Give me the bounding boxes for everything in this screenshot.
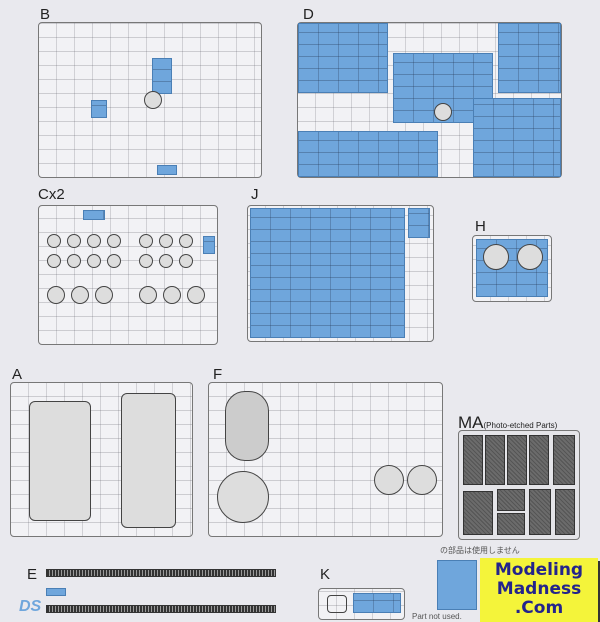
turret-ring-part [217,471,269,523]
unused-legend-swatch [437,560,477,610]
highlighted-part [393,53,493,123]
photo-etched-part [555,489,575,535]
photo-etched-part [497,489,525,511]
unused-note-jp: の部品は使用しません [440,546,520,555]
wheel-part [139,234,153,248]
highlighted-part [473,98,561,177]
photo-etched-part [529,435,549,485]
highlighted-part [353,593,401,613]
turret-part [225,391,269,461]
highlighted-part [203,236,215,254]
wheel-part [67,234,81,248]
sprue-ma-note: (Photo-etched Parts) [483,421,558,430]
highlighted-part [157,165,177,175]
unused-note-en: Part not used. [412,612,462,621]
wheel-part [87,234,101,248]
highlighted-part [298,131,438,177]
highlighted-part [408,208,430,238]
highlighted-part [46,588,66,596]
track-link-strip [46,569,276,577]
sprue-h-label: H [475,218,486,235]
sprue-ma-name: MA [458,413,484,432]
wheel-part [187,286,205,304]
ring-part [374,465,404,495]
photo-etched-fret [458,430,580,540]
sprue-ma-label: MA(Photo-etched Parts) [458,413,557,433]
sprue-a [10,382,193,537]
sprue-e-label: E [27,566,38,583]
watermark-line3: .Com [514,598,564,618]
wheel-part [179,254,193,268]
sprue-b-label: B [40,6,51,23]
photo-etched-part [463,435,483,485]
wheel-part [87,254,101,268]
wheel-part [179,234,193,248]
highlighted-part [152,58,172,94]
wheel-part [159,234,173,248]
photo-etched-part [553,435,575,485]
sprue-k-label: K [320,566,331,583]
highlighted-part [250,208,405,338]
wheel-part [67,254,81,268]
wheel-part [47,254,61,268]
highlighted-part [298,23,388,93]
hull-bottom-part [121,393,176,528]
watermark-logo: Modeling Madness .Com [480,558,598,622]
photo-etched-part [497,513,525,535]
hull-part [29,401,91,521]
wheel-part [47,286,65,304]
wheel-part [47,234,61,248]
wheel-part [107,234,121,248]
sprue-gate [144,91,162,109]
track-link-strip [46,605,276,613]
wheel-part [107,254,121,268]
brand-logo: DS [19,598,42,615]
periscope-part [327,595,347,613]
watermark-line2: Madness [496,579,582,599]
sprue-c [38,205,218,345]
sprue-d-label: D [303,6,314,23]
sprue-j-label: J [251,186,259,203]
photo-etched-part [485,435,505,485]
wheel-part [139,254,153,268]
watermark-line1: Modeling [494,560,584,580]
wheel-part [139,286,157,304]
sprue-k [318,588,405,620]
sprue-h [472,235,552,302]
sprue-d [297,22,562,178]
highlighted-part [83,210,105,220]
sprue-gate [434,103,452,121]
wheel-part [159,254,173,268]
highlighted-part [91,100,107,118]
ring-part [407,465,437,495]
sprue-j [247,205,434,342]
ring-part [483,244,509,270]
photo-etched-part [463,491,493,535]
wheel-part [95,286,113,304]
sprue-c-label: Cx2 [38,186,65,203]
wheel-part [71,286,89,304]
photo-etched-part [529,489,551,535]
sprue-a-label: A [12,366,23,383]
sprue-f-label: F [213,366,223,383]
sprue-b [38,22,262,178]
ring-part [517,244,543,270]
sprue-f [208,382,443,537]
wheel-part [163,286,181,304]
photo-etched-part [507,435,527,485]
highlighted-part [498,23,561,93]
